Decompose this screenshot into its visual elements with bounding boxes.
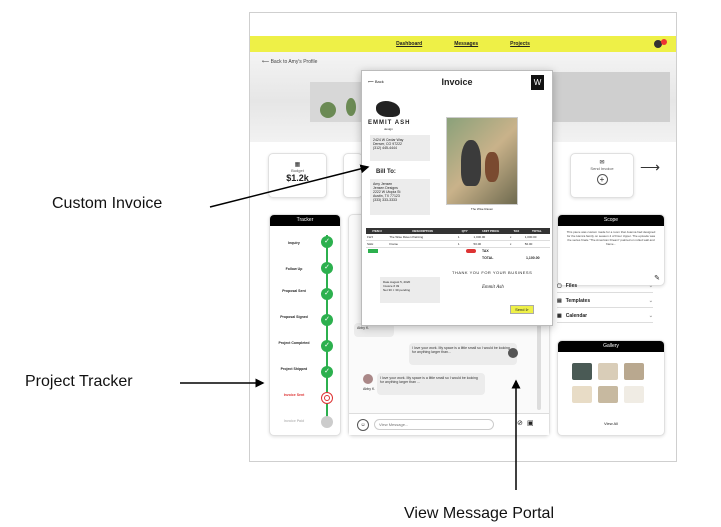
brand-sub: design <box>384 127 393 131</box>
step-label: Follow Up <box>285 267 303 271</box>
avatar <box>363 374 373 384</box>
raven-logo-icon <box>376 101 400 117</box>
art-caption: The Wise Raven <box>470 207 494 211</box>
step-label: Invoice Sent <box>283 393 305 397</box>
signature: Emmit Ash <box>482 285 504 290</box>
message-bubble: I love your work. My space is a little s… <box>409 343 517 365</box>
calendar-row[interactable]: ▦Calendar⌄ <box>557 310 653 323</box>
mail-icon: ✉ <box>599 160 605 166</box>
emoji-icon[interactable]: ☺ <box>357 419 369 431</box>
scope-title: Scope <box>558 215 664 226</box>
tracker-panel: Tracker Inquiry ✓ Follow Up ✓ Proposal S… <box>269 214 341 436</box>
toggle-switch[interactable] <box>466 249 476 253</box>
invoice-modal: ⟵ Back Invoice W EMMIT ASH design 2424 W… <box>361 70 553 326</box>
budget-icon: ▦ <box>294 162 301 168</box>
chevron-down-icon: ⌄ <box>648 298 653 304</box>
message-input[interactable] <box>374 419 494 430</box>
paid-toggle[interactable] <box>368 249 378 253</box>
notification-icon[interactable] <box>661 39 667 45</box>
nav-projects[interactable]: Projects <box>510 41 530 47</box>
total-label: TOTAL <box>482 256 494 260</box>
file-icon: ▢ <box>557 283 562 289</box>
step-label: Proposal Signed <box>280 315 308 319</box>
step-label: Project Completed <box>278 341 310 345</box>
check-icon: ✓ <box>321 236 333 248</box>
artwork-image <box>446 117 518 205</box>
invoice-notes[interactable]: Date August 5, 2020 Invoice # 49 Net 30 … <box>380 277 440 303</box>
scope-panel: Scope This piece was custom made for a r… <box>557 214 665 286</box>
check-icon: ✓ <box>321 288 333 300</box>
check-icon: ✓ <box>321 340 333 352</box>
step-label: Inquiry <box>288 241 300 245</box>
next-arrow-icon[interactable]: ⟶ <box>640 159 661 175</box>
step-label: Project Shipped <box>280 367 308 371</box>
scope-text: This piece was custom made for a room th… <box>566 230 656 246</box>
templates-row[interactable]: ▤Templates⌄ <box>557 295 653 308</box>
nav-dashboard[interactable]: Dashboard <box>396 41 423 47</box>
logo-badge-icon: W <box>531 75 544 90</box>
bill-to-address[interactable]: Amy Jensen Jensen Designs 2222 W Utopia … <box>370 179 430 215</box>
budget-label: Budget <box>291 168 304 173</box>
pending-icon <box>321 392 333 404</box>
from-address[interactable]: 2424 W Cedar Way Denver, CO 97222 (312) … <box>370 135 430 161</box>
gallery-thumb[interactable] <box>572 386 592 403</box>
tax-label: TAX <box>482 249 489 253</box>
avatar <box>508 348 518 358</box>
callout-custom-invoice: Custom Invoice <box>52 195 163 212</box>
callout-project-tracker: Project Tracker <box>25 373 133 390</box>
top-nav: Dashboard Messages Projects <box>250 36 676 52</box>
thank-you: THANK YOU FOR YOUR BUSINESS <box>452 270 533 275</box>
budget-value: $1.2k <box>286 173 309 183</box>
send-invoice-label: Send Invoice <box>590 166 614 171</box>
attach-icon[interactable]: ⊘ <box>517 420 523 427</box>
files-row[interactable]: ▢Files⌄ <box>557 280 653 293</box>
invoice-title: Invoice <box>441 77 473 87</box>
image-icon[interactable]: ▣ <box>527 420 534 427</box>
view-all-link[interactable]: View All <box>604 421 618 426</box>
total-value: 1,100.00 <box>526 256 540 260</box>
check-icon: ✓ <box>321 366 333 378</box>
step-label: Invoice Paid <box>283 419 305 423</box>
brand-name: EMMIT ASH <box>368 120 411 126</box>
calendar-icon: ▦ <box>557 313 562 319</box>
chevron-down-icon: ⌄ <box>648 283 653 289</box>
template-icon: ▤ <box>557 298 562 304</box>
back-button[interactable]: ⟵ Back <box>368 79 384 84</box>
gallery-panel: Gallery View All <box>557 340 665 436</box>
sender-name: Abby K. <box>363 387 376 391</box>
message-bubble: I love your work. My space is a little s… <box>377 373 485 395</box>
chevron-down-icon: ⌄ <box>648 313 653 319</box>
inactive-icon <box>321 416 333 428</box>
check-icon: ✓ <box>321 314 333 326</box>
tracker-title: Tracker <box>270 215 340 226</box>
gallery-thumb[interactable] <box>598 386 618 403</box>
back-arrow-icon: ⟵ <box>262 59 271 65</box>
message-bubble: Abby K. <box>354 323 394 337</box>
check-icon: ✓ <box>321 262 333 274</box>
send-invoice-card[interactable]: ✉ Send Invoice + <box>570 153 634 198</box>
gallery-thumb[interactable] <box>572 363 592 380</box>
nav-messages[interactable]: Messages <box>454 41 479 47</box>
gallery-thumb[interactable] <box>624 363 644 380</box>
callout-view-message: View Message Portal <box>404 505 554 522</box>
send-button[interactable]: Send ⊳ <box>510 305 534 314</box>
avatar[interactable] <box>654 40 662 48</box>
add-icon[interactable]: + <box>596 174 608 185</box>
gallery-thumb[interactable] <box>624 386 644 403</box>
step-label: Proposal Sent <box>282 289 306 293</box>
gallery-thumb[interactable] <box>598 363 618 380</box>
edit-icon[interactable]: ✎ <box>654 275 660 282</box>
invoice-table: ITEM # DESCRIPTION QTY UNIT PRICE TAX TO… <box>366 228 550 248</box>
gallery-title: Gallery <box>558 341 664 352</box>
back-link[interactable]: ⟵ Back to Amy's Profile <box>262 59 318 65</box>
composer: ☺ ⊘ ▣ <box>349 413 549 435</box>
bill-to-label: Bill To: <box>376 169 396 175</box>
